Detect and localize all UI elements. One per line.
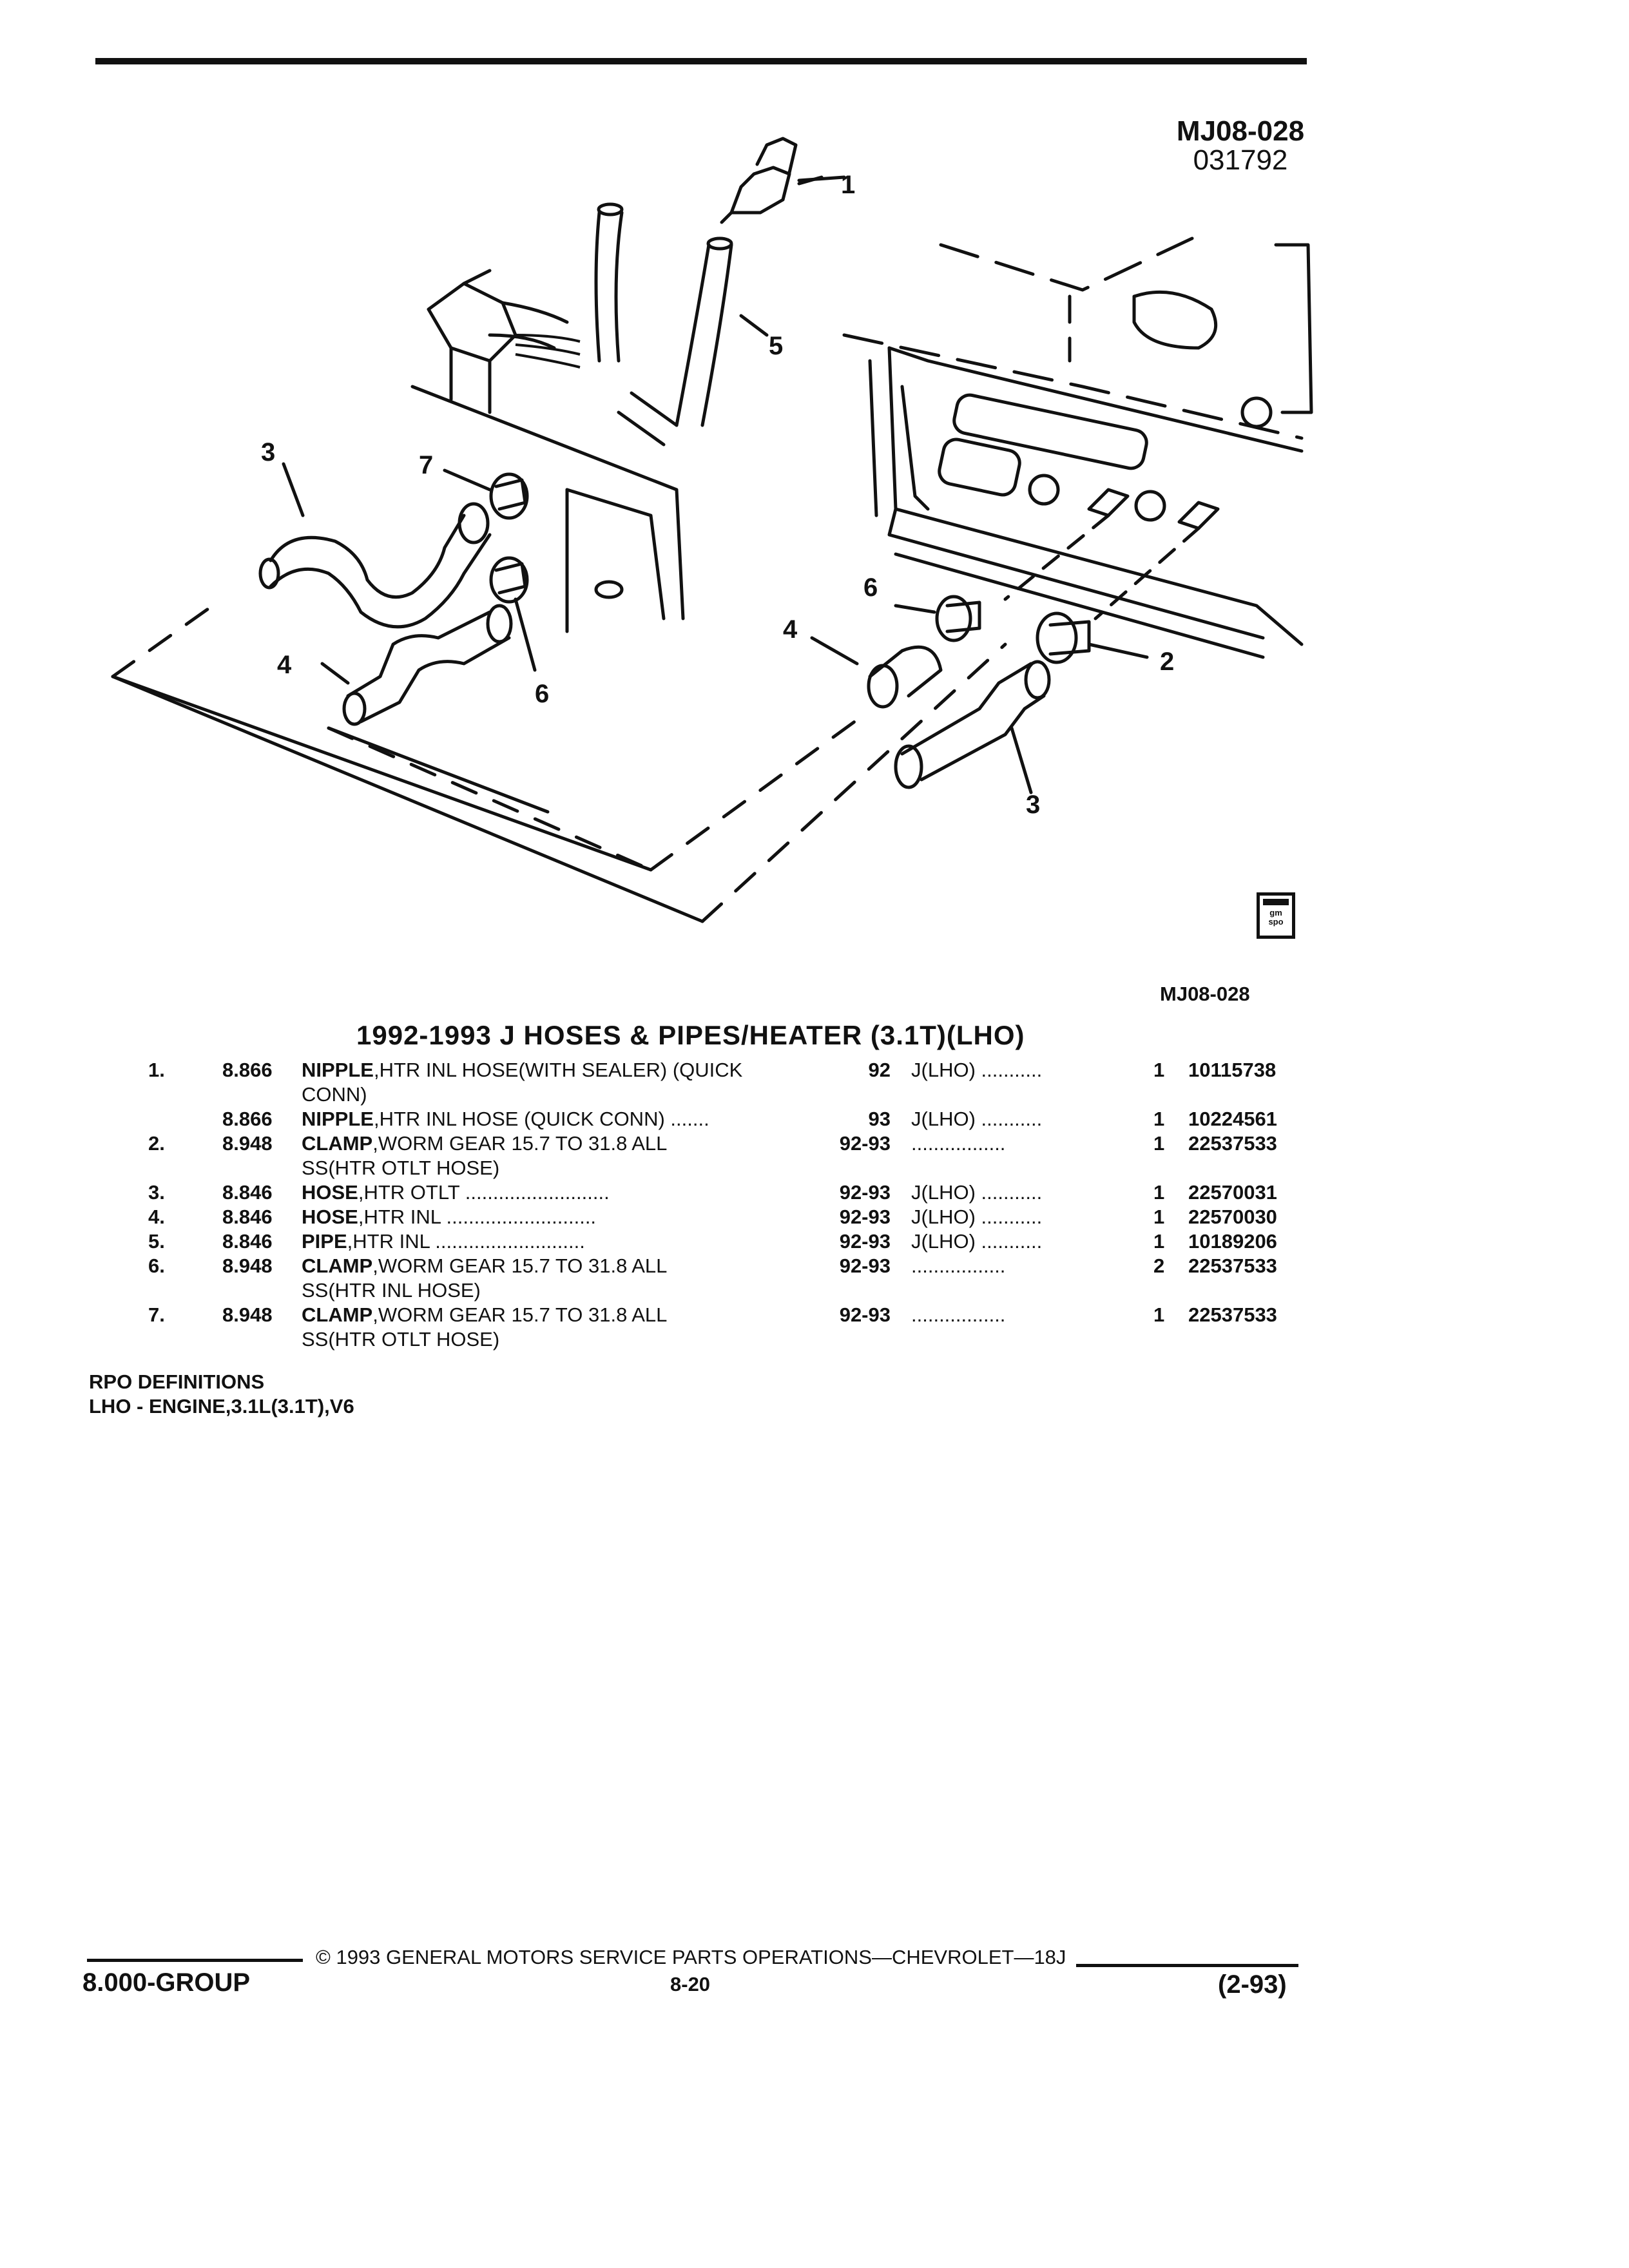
callout-2: 2 [1160,648,1174,676]
footer-group: 8.000-GROUP [82,1968,251,1997]
exploded-diagram: 1 5 3 7 4 6 6 4 2 3 [111,137,1313,923]
footer-rule-left [87,1959,303,1962]
callout-1: 1 [841,171,855,199]
figure-date: 031792 [1193,144,1288,176]
callout-4-right: 4 [783,615,798,644]
footer-rule-right [1076,1964,1298,1967]
badge-text: gm spo [1268,908,1284,927]
callout-7: 7 [419,451,433,479]
callout-3-right: 3 [1026,791,1040,819]
gm-spo-logo-icon: gm spo [1257,892,1295,939]
footer-page-number: 8-20 [670,1973,711,1995]
callout-4-left: 4 [277,651,292,679]
top-rule [95,58,1307,64]
callout-3-left: 3 [261,438,275,466]
figure-caption-code: MJ08-028 [1160,983,1250,1005]
callout-6-right: 6 [863,573,878,602]
footer-copyright: © 1993 GENERAL MOTORS SERVICE PARTS OPER… [316,1946,1066,1968]
rpo-definition: LHO - ENGINE,3.1L(3.1T),V6 [89,1395,354,1418]
rpo-heading: RPO DEFINITIONS [89,1370,265,1393]
callout-5: 5 [769,332,783,360]
page-title: 1992-1993 J HOSES & PIPES/HEATER (3.1T)(… [356,1020,1025,1050]
callout-6-left: 6 [535,680,549,708]
footer-revision: (2-93) [1218,1970,1287,1999]
figure-code: MJ08-028 [1176,115,1305,147]
